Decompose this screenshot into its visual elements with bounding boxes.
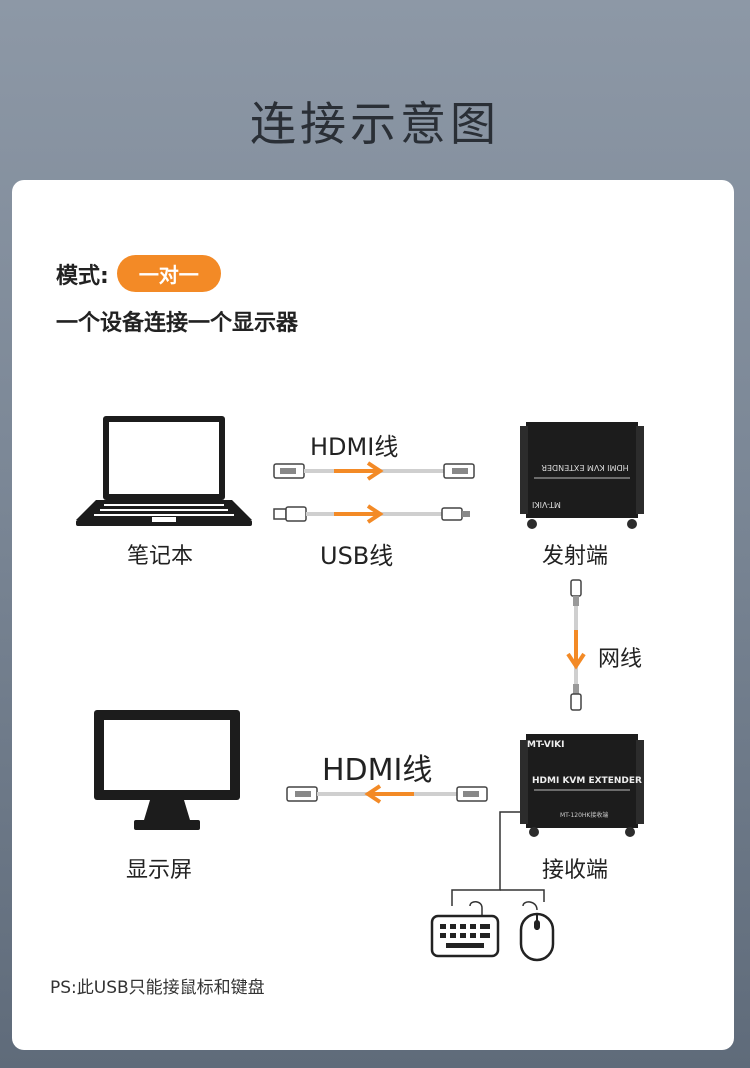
mouse-icon bbox=[519, 901, 555, 962]
laptop-label: 笔记本 bbox=[127, 544, 194, 569]
hdmi-top-arrow-icon bbox=[334, 461, 384, 481]
network-label: 网线 bbox=[598, 647, 643, 672]
hdmi-cable-top bbox=[273, 463, 475, 479]
usb-label: USB线 bbox=[320, 542, 394, 570]
network-arrow-icon bbox=[566, 630, 586, 670]
hdmi-bottom-label: HDMI线 bbox=[322, 753, 433, 788]
page-title: 连接示意图 bbox=[250, 97, 500, 151]
mode-row: 模式: 一对一 bbox=[56, 255, 221, 292]
receiver-product-text: HDMI KVM EXTENDER bbox=[532, 776, 642, 786]
mode-description: 一个设备连接一个显示器 bbox=[56, 311, 299, 336]
usb-arrow-icon bbox=[334, 504, 384, 524]
monitor-icon bbox=[94, 710, 240, 830]
monitor-label: 显示屏 bbox=[126, 858, 193, 883]
transmitter-product-text: HDMI KVM EXTENDER bbox=[541, 463, 629, 472]
mode-label: 模式: bbox=[56, 263, 109, 289]
hdmi-top-label: HDMI线 bbox=[310, 433, 399, 461]
hdmi-bottom-arrow-icon bbox=[364, 784, 414, 804]
diagram-card: 模式: 一对一 一个设备连接一个显示器 笔记本 HDMI线 bbox=[12, 180, 734, 1050]
keyboard-icon bbox=[430, 901, 500, 958]
receiver-brand-text: MT-VIKI bbox=[527, 740, 565, 750]
receiver-label: 接收端 bbox=[542, 858, 609, 883]
mode-badge: 一对一 bbox=[116, 255, 221, 292]
receiver-box-icon bbox=[520, 734, 644, 837]
usb-cable bbox=[273, 506, 470, 522]
receiver-model-text: MT-120HK接收端 bbox=[560, 812, 609, 819]
footer-note: PS:此USB只能接鼠标和键盘 bbox=[50, 978, 265, 998]
laptop-icon bbox=[76, 416, 252, 526]
transmitter-box-icon bbox=[520, 422, 644, 529]
transmitter-label: 发射端 bbox=[542, 544, 609, 569]
transmitter-brand-text: MT-VIKI bbox=[532, 500, 561, 509]
peripheral-wires bbox=[451, 811, 545, 906]
